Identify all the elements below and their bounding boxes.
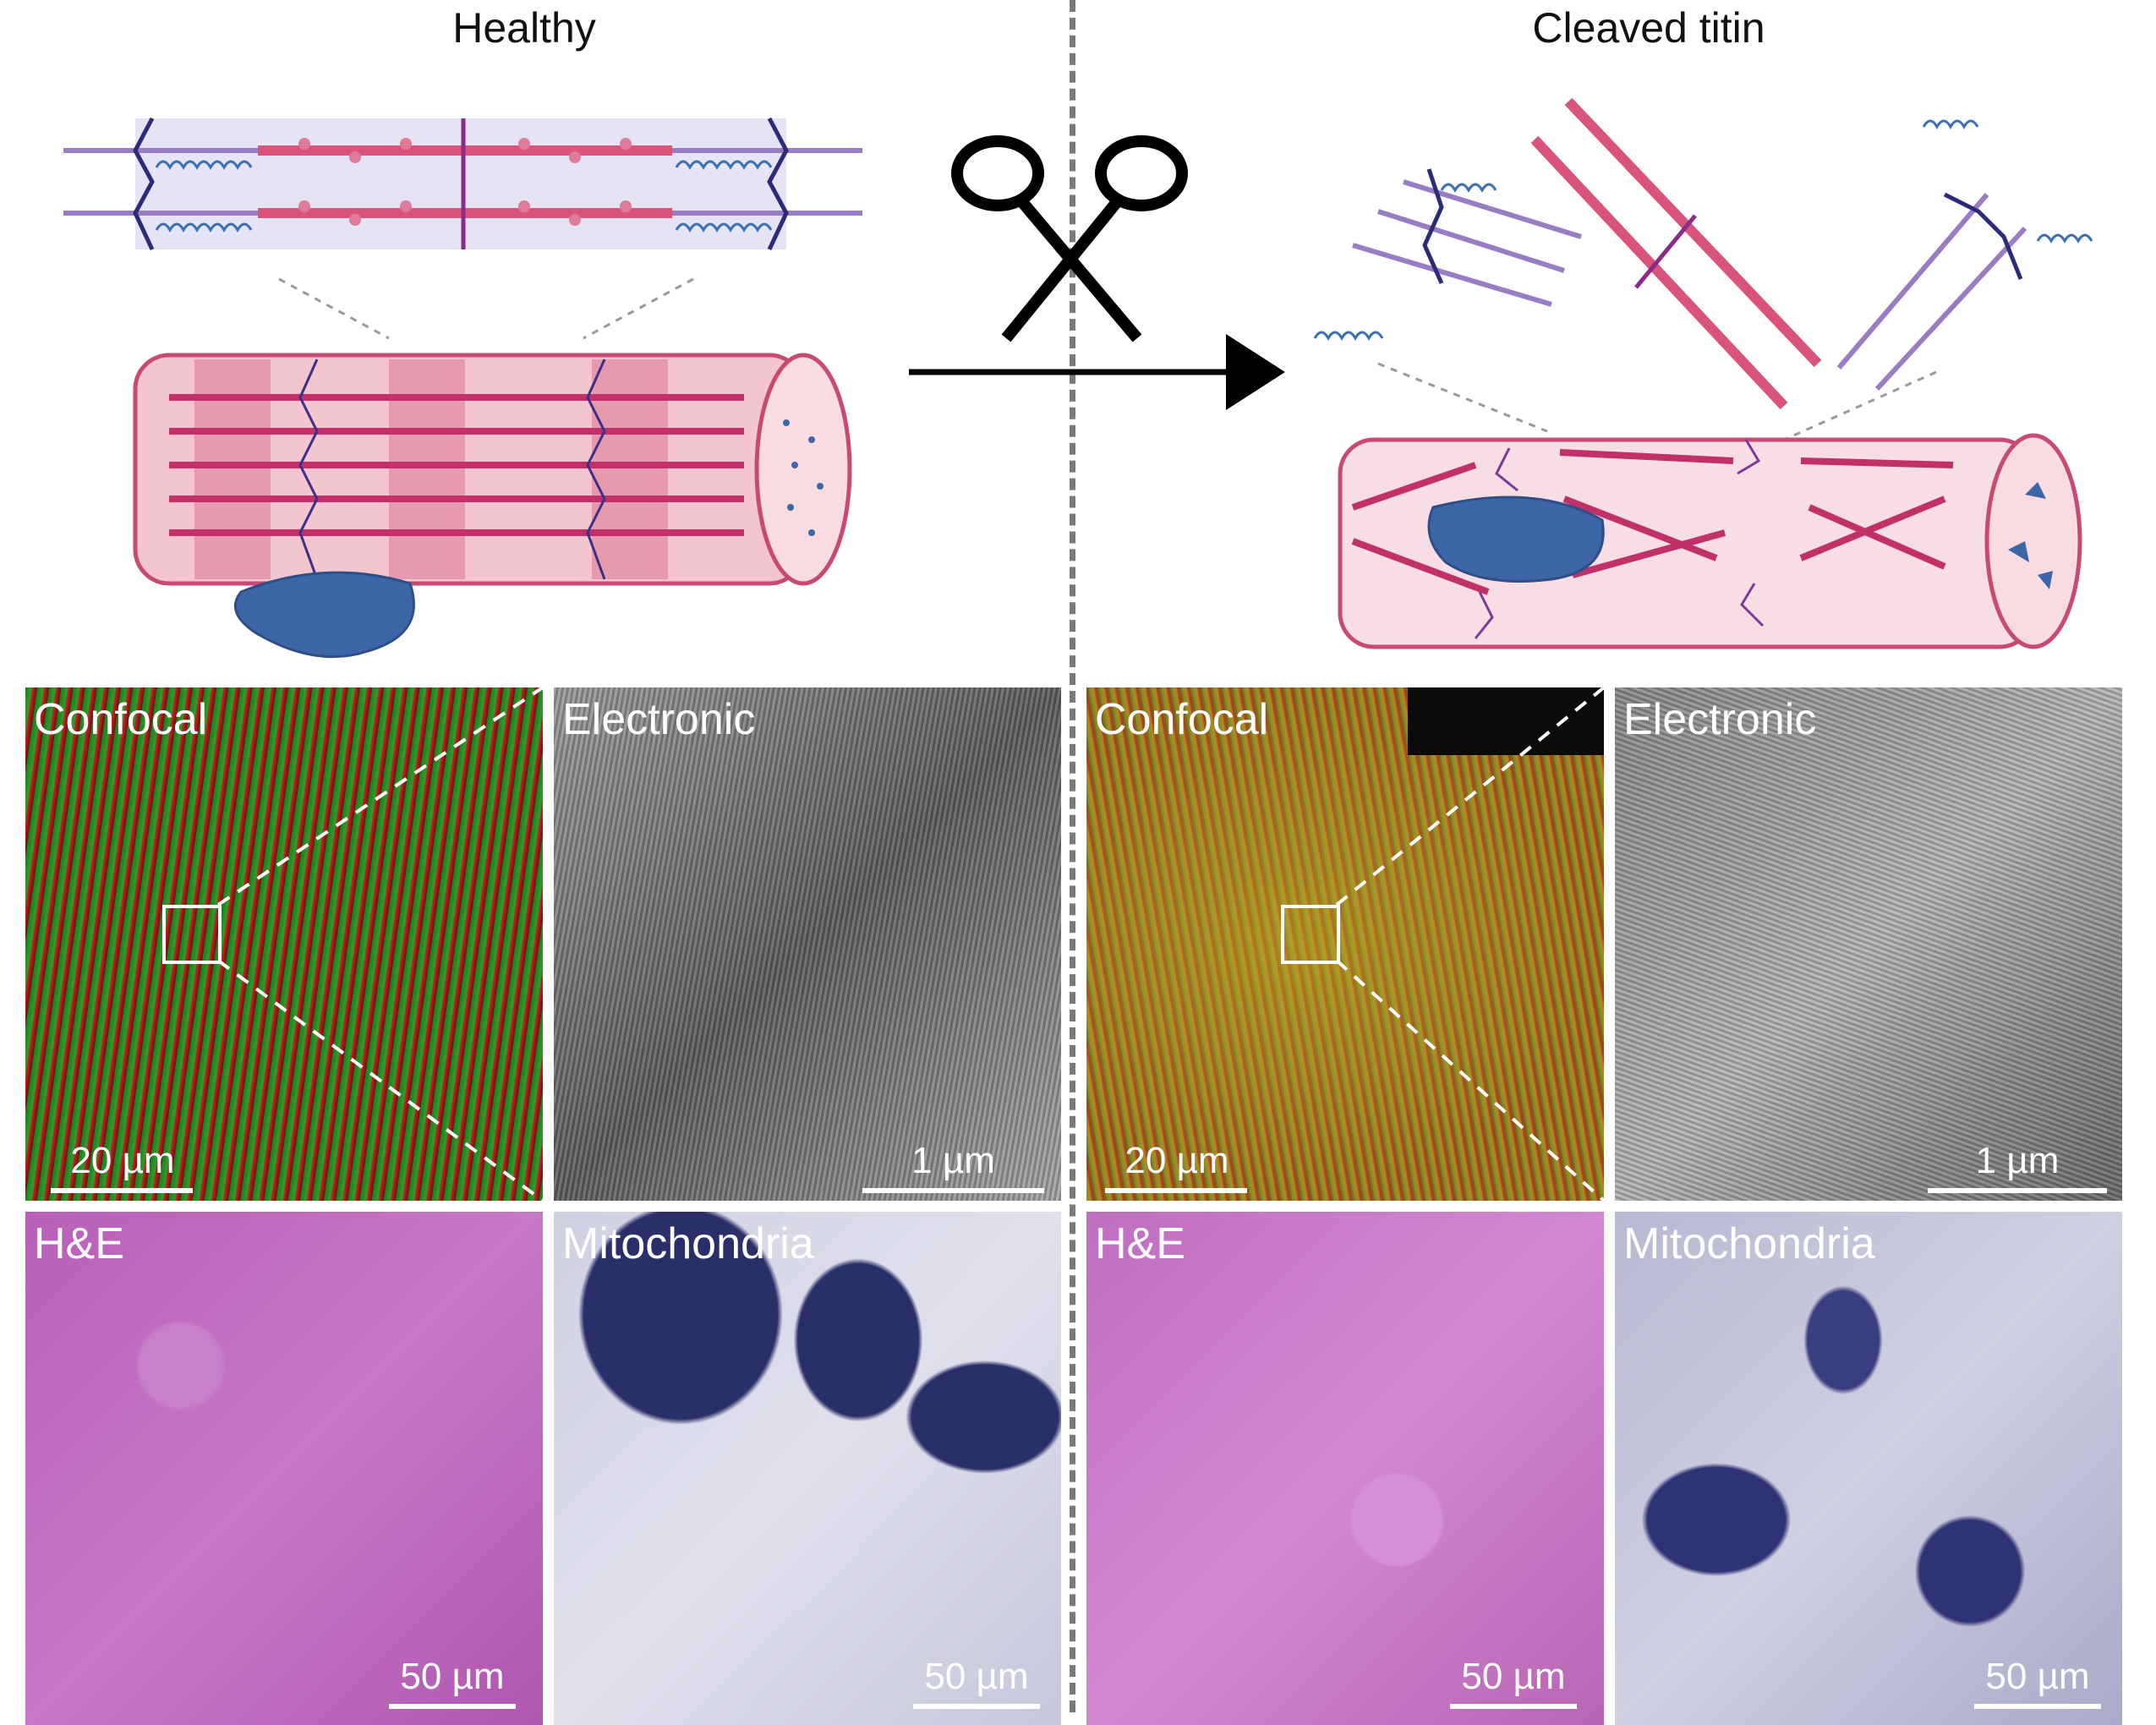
scale-label: 50 µm: [400, 1656, 505, 1697]
scale-label: 20 µm: [70, 1140, 175, 1181]
cleaved-electron-micrograph: Electronic 1 µm: [1615, 687, 2122, 1201]
scale-label: 1 µm: [1975, 1140, 2060, 1181]
healthy-electron-micrograph: Electronic 1 µm: [554, 687, 1061, 1201]
cleaved-myofiber: [1338, 433, 2082, 649]
scale-bar: [51, 1188, 193, 1193]
cleaved-title: Cleaved titin: [1532, 4, 1765, 52]
scale-bar: [1974, 1704, 2101, 1709]
scale-bar: [1105, 1188, 1247, 1193]
cleaved-he-panel: H&E 50 µm: [1086, 1212, 1604, 1725]
healthy-myofiber: [133, 353, 852, 659]
cleaved-nucleus: [1427, 496, 1605, 583]
panel-label: H&E: [34, 1219, 124, 1268]
healthy-nucleus: [233, 571, 415, 659]
cleaved-confocal-panel: Confocal 20 µm: [1086, 687, 1604, 1201]
panel-label: Confocal: [1095, 695, 1269, 744]
zoom-box: [1281, 905, 1340, 964]
scale-label: 1 µm: [911, 1140, 995, 1181]
scale-label: 50 µm: [1461, 1656, 1566, 1697]
panel-label: Mitochondria: [1623, 1219, 1875, 1268]
healthy-he-panel: H&E 50 µm: [25, 1212, 543, 1725]
cleaved-mitochondria-panel: Mitochondria 50 µm: [1615, 1212, 2122, 1725]
panel-label: Electronic: [1623, 695, 1817, 744]
scale-bar: [1928, 1188, 2107, 1193]
panel-label: H&E: [1095, 1219, 1185, 1268]
healthy-sarcomere-diagram: [63, 117, 862, 340]
healthy-title: Healthy: [452, 4, 596, 52]
right-arrow-icon: [909, 334, 1285, 410]
scale-bar: [1450, 1704, 1577, 1709]
panel-label: Electronic: [562, 695, 756, 744]
center-divider: [1070, 0, 1075, 1712]
scale-bar: [389, 1704, 516, 1709]
dark-background-region: [1408, 687, 1604, 755]
cleaved-sarcomere-diagram: [1313, 97, 2093, 441]
scale-bar: [913, 1704, 1040, 1709]
scale-label: 20 µm: [1125, 1140, 1229, 1181]
panel-label: Mitochondria: [562, 1219, 814, 1268]
healthy-mitochondria-panel: Mitochondria 50 µm: [554, 1212, 1061, 1725]
scissors-icon: [951, 135, 1188, 342]
healthy-confocal-panel: Confocal 20 µm: [25, 687, 543, 1201]
scale-bar: [862, 1188, 1044, 1193]
scale-label: 50 µm: [1985, 1656, 2090, 1697]
zoom-box: [162, 905, 222, 964]
panel-label: Confocal: [34, 695, 208, 744]
schematic-illustration: [63, 97, 2093, 659]
scale-label: 50 µm: [924, 1656, 1029, 1697]
